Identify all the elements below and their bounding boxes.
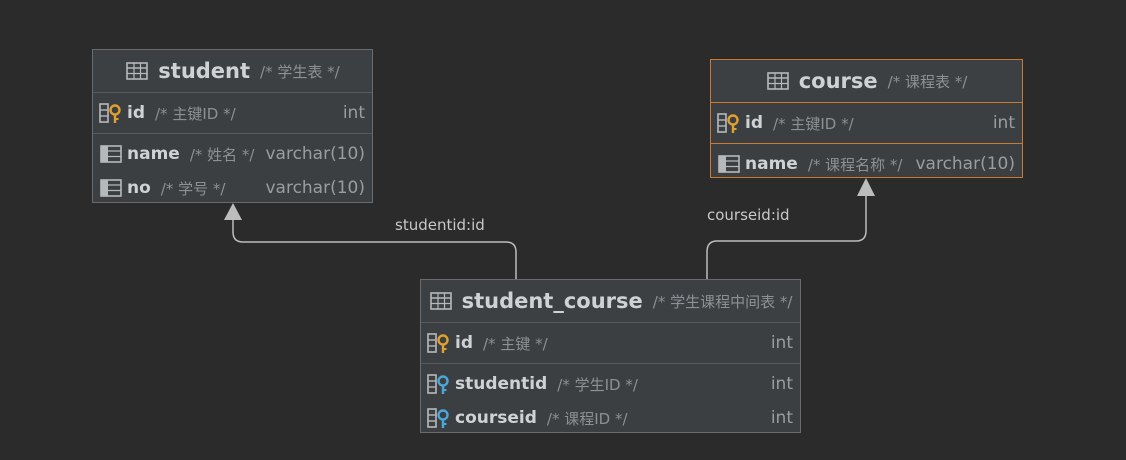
- column-name: name: [745, 154, 798, 174]
- column-type: varchar(10): [265, 178, 365, 198]
- primary-key-icon: [717, 112, 741, 134]
- table-course-columns: name /* 课程名称 */ varchar(10): [711, 144, 1022, 184]
- column-comment: /* 主键 */: [483, 334, 548, 353]
- column-icon: [717, 153, 741, 175]
- relation-arrowhead-student: [224, 203, 242, 220]
- column-icon: [99, 177, 123, 199]
- table-icon: [125, 60, 149, 82]
- table-course-comment: /* 课程表 */: [887, 72, 968, 91]
- table-student-comment: /* 学生表 */: [260, 62, 340, 81]
- table-student-name: student: [158, 59, 251, 83]
- table-student-course[interactable]: student_course /* 学生课程中间表 */ id /* 主键 */…: [420, 279, 801, 433]
- column-comment: /* 主键ID */: [155, 104, 236, 123]
- column-comment: /* 课程名称 */: [807, 155, 903, 174]
- column-icon: [99, 143, 123, 165]
- column-type: int: [342, 103, 365, 123]
- table-student-course-columns: studentid /* 学生ID */ int courseid /* 课程I…: [421, 364, 800, 438]
- relation-line-courseid[interactable]: [706, 193, 867, 279]
- table-student[interactable]: student /* 学生表 */ id /* 主键ID */ int name…: [92, 49, 373, 203]
- column-name: id: [745, 113, 763, 133]
- table-student-course-comment: /* 学生课程中间表 */: [652, 292, 793, 311]
- column-name: name: [127, 144, 180, 164]
- column-row-student-id[interactable]: id /* 主键ID */ int: [93, 96, 372, 130]
- table-student-course-pk-section: id /* 主键 */ int: [421, 323, 800, 364]
- column-type: int: [992, 113, 1015, 133]
- table-course-header[interactable]: course /* 课程表 */: [711, 60, 1022, 103]
- table-course-name: course: [798, 69, 878, 93]
- column-row-student-course-courseid[interactable]: courseid /* 课程ID */ int: [421, 401, 800, 435]
- table-student-course-header[interactable]: student_course /* 学生课程中间表 */: [421, 280, 800, 323]
- primary-key-icon: [427, 332, 451, 354]
- table-icon: [429, 290, 453, 312]
- table-student-header[interactable]: student /* 学生表 */: [93, 50, 372, 93]
- column-type: int: [770, 408, 793, 428]
- table-student-pk-section: id /* 主键ID */ int: [93, 93, 372, 134]
- relation-label-studentid: studentid:id: [395, 216, 485, 234]
- relation-label-courseid: courseid:id: [707, 206, 790, 224]
- column-comment: /* 学生ID */: [557, 375, 638, 394]
- column-comment: /* 学号 */: [160, 179, 226, 198]
- primary-key-icon: [99, 102, 123, 124]
- column-name: id: [455, 333, 473, 353]
- column-row-course-name[interactable]: name /* 课程名称 */ varchar(10): [711, 147, 1022, 181]
- column-name: id: [127, 103, 145, 123]
- column-name: no: [127, 178, 151, 198]
- column-row-student-no[interactable]: no /* 学号 */ varchar(10): [93, 171, 372, 205]
- column-comment: /* 主键ID */: [773, 114, 854, 133]
- column-row-student-course-studentid[interactable]: studentid /* 学生ID */ int: [421, 367, 800, 401]
- column-name: courseid: [455, 408, 537, 428]
- column-row-student-name[interactable]: name /* 姓名 */ varchar(10): [93, 137, 372, 171]
- table-icon: [766, 70, 790, 92]
- column-type: int: [770, 374, 793, 394]
- column-type: int: [770, 333, 793, 353]
- column-row-student-course-id[interactable]: id /* 主键 */ int: [421, 326, 800, 360]
- column-row-course-id[interactable]: id /* 主键ID */ int: [711, 106, 1022, 140]
- column-type: varchar(10): [915, 154, 1015, 174]
- table-student-columns: name /* 姓名 */ varchar(10) no /* 学号 */ va…: [93, 134, 372, 208]
- relation-line-studentid[interactable]: [232, 216, 517, 279]
- column-name: studentid: [455, 374, 548, 394]
- table-course[interactable]: course /* 课程表 */ id /* 主键ID */ int name …: [710, 59, 1023, 178]
- relation-arrowhead-course: [857, 178, 875, 196]
- column-comment: /* 姓名 */: [189, 145, 255, 164]
- column-type: varchar(10): [265, 144, 365, 164]
- foreign-key-icon: [427, 407, 451, 429]
- foreign-key-icon: [427, 373, 451, 395]
- column-comment: /* 课程ID */: [546, 409, 628, 428]
- table-student-course-name: student_course: [461, 289, 643, 313]
- table-course-pk-section: id /* 主键ID */ int: [711, 103, 1022, 144]
